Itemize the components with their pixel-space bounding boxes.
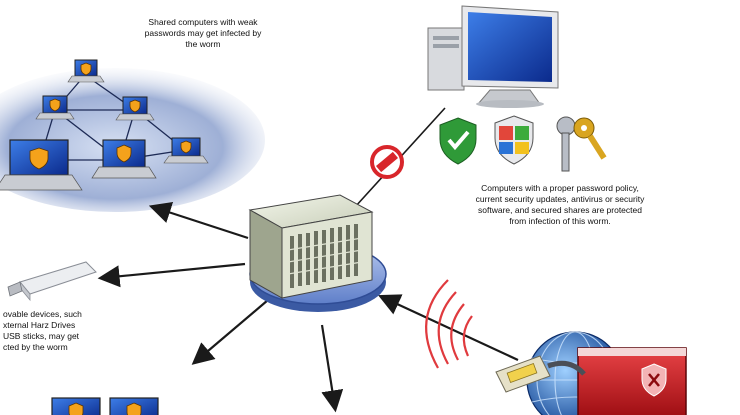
laptop-icon — [115, 96, 155, 121]
protected-computers-caption: Computers with a proper password policy,… — [426, 183, 694, 227]
green-check-shield-icon — [439, 117, 477, 165]
infected-computers-bottom — [51, 397, 159, 415]
warning-shield-icon — [126, 402, 142, 415]
usb-stick-icon — [7, 261, 97, 302]
caption-line: Computers with a proper password policy, — [481, 183, 639, 193]
caption-line: Shared computers with weak — [148, 17, 258, 27]
arrow-to-shared-computers — [148, 202, 249, 240]
warning-shield-icon — [129, 99, 141, 113]
laptop-icon — [67, 59, 105, 83]
warning-shield-icon — [180, 140, 192, 154]
arrow-to-bottom-left-computers — [191, 299, 269, 365]
red-alert-window-icon — [577, 347, 687, 415]
wireless-signal-icon — [425, 279, 473, 369]
arrow-to-bottom — [320, 324, 344, 413]
caption-line: ovable devices, such — [3, 309, 82, 319]
network-cable-icon — [495, 355, 586, 393]
keys-icon — [556, 116, 607, 172]
arrow-to-usb-devices — [97, 262, 246, 288]
laptop-icon — [163, 137, 209, 164]
no-entry-icon — [370, 145, 404, 179]
caption-line: xternal Harz Drives — [3, 320, 76, 330]
warning-shield-icon — [68, 402, 84, 415]
caption-line: current security updates, antivirus or s… — [475, 194, 645, 204]
shared-computers-network — [0, 59, 265, 212]
server-box-icon — [248, 194, 387, 312]
protected-computer-icon — [427, 5, 559, 108]
caption-line: the worm — [185, 39, 221, 49]
removable-devices-caption: ovable devices, such xternal Harz Drives… — [3, 309, 123, 353]
caption-line: cted by the worm — [3, 342, 68, 352]
infection-arrows — [97, 202, 519, 413]
alert-shield-icon — [641, 363, 667, 397]
caption-line: software, and secured shares are protect… — [478, 205, 642, 215]
laptop-icon — [91, 139, 157, 179]
warning-shield-icon — [29, 147, 49, 170]
shared-computers-caption: Shared computers with weak passwords may… — [108, 17, 298, 50]
warning-shield-icon — [80, 62, 92, 76]
warning-shield-icon — [116, 144, 132, 163]
caption-line: passwords may get infected by — [144, 28, 262, 38]
windows-shield-icon — [494, 115, 534, 165]
caption-line: USB sticks, may get — [3, 331, 80, 341]
warning-shield-icon — [49, 98, 61, 112]
arrow-from-internet — [378, 294, 519, 361]
caption-line: from infection of this worm. — [509, 216, 611, 226]
